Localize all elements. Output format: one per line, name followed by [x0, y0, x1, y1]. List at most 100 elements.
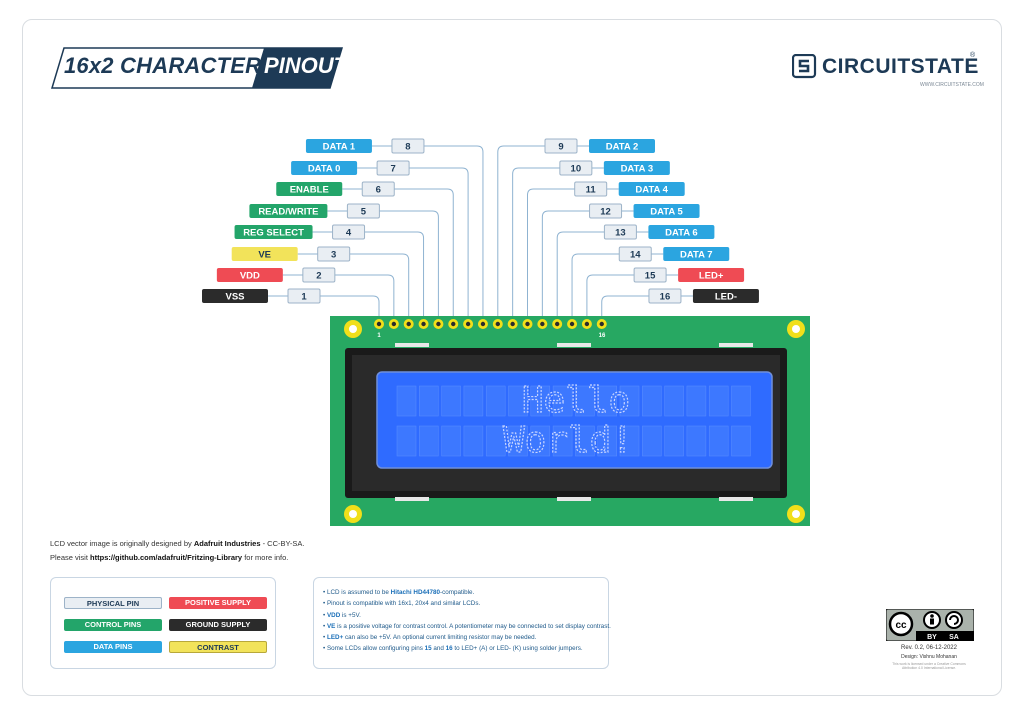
- pin-line: [586, 274, 635, 319]
- pin-line: [512, 167, 560, 319]
- svg-text:ENABLE: ENABLE: [290, 185, 329, 196]
- char-cell: [597, 385, 617, 417]
- pin-line: [349, 253, 410, 319]
- pin-label-enable: ENABLE: [276, 182, 343, 196]
- svg-text:LED-: LED-: [715, 292, 737, 303]
- pin-line: [527, 188, 575, 319]
- svg-text:15: 15: [645, 271, 656, 282]
- license-fine-print: This work is licensed under a Creative C…: [892, 662, 966, 670]
- char-cell: [530, 385, 551, 417]
- svg-text:8: 8: [405, 142, 410, 153]
- brand-registered: ®: [970, 52, 976, 59]
- brand-mark-icon: [792, 54, 817, 79]
- legend-box: PHYSICAL PIN POSITIVE SUPPLY CONTROL PIN…: [50, 577, 276, 669]
- pin-first-label: 1: [377, 333, 381, 339]
- physical-pin-number: 16: [648, 288, 682, 304]
- pin-line: [423, 145, 484, 319]
- physical-pin-number: 8: [391, 138, 425, 154]
- char-cell: [708, 425, 729, 457]
- pin-label-led-: LED-: [692, 289, 759, 303]
- physical-pin-number: 1: [287, 288, 321, 304]
- svg-text:BY: BY: [927, 634, 937, 641]
- legend-positive-supply: POSITIVE SUPPLY: [169, 597, 267, 609]
- char-cell: [708, 385, 729, 417]
- note-line: • Pinout is compatible with 16x1, 20x4 a…: [323, 600, 481, 608]
- cc-icon: cc: [895, 620, 907, 631]
- char-cell: [575, 425, 595, 457]
- physical-pin-number: 4: [332, 224, 366, 240]
- char-cell: [664, 425, 684, 457]
- pin-line: [541, 210, 590, 319]
- svg-text:14: 14: [630, 250, 641, 261]
- pin-line: [601, 295, 649, 319]
- physical-pin-number: 5: [346, 203, 380, 219]
- char-cell: [463, 425, 484, 457]
- lcd-module: Hello World! 1 16: [330, 316, 810, 526]
- pin-label-reg-select: REG SELECT: [234, 225, 313, 239]
- notes-box: • LCD is assumed to be Hitachi HD44780-c…: [313, 577, 611, 669]
- char-cell: [530, 425, 551, 457]
- brand-url: WWW.CIRCUITSTATE.COM: [920, 82, 984, 88]
- svg-text:DATA 0: DATA 0: [308, 164, 341, 175]
- svg-text:16: 16: [660, 292, 671, 303]
- legend-data-pins: DATA PINS: [64, 641, 162, 653]
- char-cell: [642, 425, 662, 457]
- brand-logo: CIRCUITSTATE ® WWW.CIRCUITSTATE.COM: [792, 52, 984, 92]
- svg-text:2: 2: [316, 271, 321, 282]
- sa-icon: [945, 611, 963, 629]
- svg-text:1: 1: [301, 292, 307, 303]
- credit-line-2: Please visit https://github.com/adafruit…: [50, 553, 289, 562]
- char-cell: [642, 385, 662, 417]
- pin-label-read-write: READ/WRITE: [249, 204, 328, 218]
- pin-line: [334, 274, 395, 319]
- pin-label-data-3: DATA 3: [603, 161, 670, 175]
- pin-label-data-6: DATA 6: [648, 225, 715, 239]
- page-subtitle: PINOUT: [264, 53, 348, 78]
- pin-line: [556, 231, 605, 319]
- pin-label-data-2: DATA 2: [589, 139, 655, 153]
- svg-text:DATA 3: DATA 3: [621, 164, 654, 175]
- header-pins: [374, 319, 607, 329]
- svg-text:DATA 1: DATA 1: [323, 142, 356, 153]
- char-cell: [396, 385, 417, 417]
- legend-ground-supply: GROUND SUPPLY: [169, 619, 267, 631]
- svg-text:DATA 6: DATA 6: [665, 228, 698, 239]
- char-cell: [396, 425, 417, 457]
- pin-label-led-: LED+: [678, 268, 745, 282]
- physical-pin-number: 3: [317, 246, 351, 262]
- note-line: • VE is a positive voltage for contrast …: [323, 622, 611, 630]
- legend-physical-pin: PHYSICAL PIN: [64, 597, 162, 609]
- pin-label-data-4: DATA 4: [618, 182, 685, 196]
- svg-text:11: 11: [586, 185, 597, 196]
- svg-text:DATA 7: DATA 7: [680, 250, 713, 261]
- svg-text:VE: VE: [258, 250, 271, 261]
- physical-pin-number: 12: [589, 203, 623, 219]
- svg-text:5: 5: [361, 207, 367, 218]
- char-cell: [441, 385, 461, 417]
- svg-text:VDD: VDD: [240, 271, 260, 282]
- legend-control-pins: CONTROL PINS: [64, 619, 162, 631]
- char-cell: [485, 425, 506, 457]
- title-banner-shape: [50, 47, 344, 89]
- char-cell: [597, 425, 617, 457]
- physical-pin-number: 13: [603, 224, 637, 240]
- char-cell: [419, 385, 439, 417]
- char-cell: [552, 385, 573, 417]
- pin-label-data-5: DATA 5: [633, 204, 700, 218]
- char-cell: [419, 425, 439, 457]
- svg-text:3: 3: [331, 250, 336, 261]
- svg-text:LED+: LED+: [699, 271, 724, 282]
- pin-line: [571, 253, 620, 319]
- svg-text:REG SELECT: REG SELECT: [243, 228, 304, 239]
- char-cell: [463, 385, 484, 417]
- svg-text:10: 10: [571, 164, 582, 175]
- physical-pin-number: 11: [574, 181, 608, 197]
- pin-line: [320, 295, 380, 319]
- note-line: • Some LCDs allow configuring pins 15 an…: [323, 645, 583, 653]
- svg-text:DATA 5: DATA 5: [650, 207, 683, 218]
- pin-line: [409, 167, 469, 319]
- char-cell: [664, 385, 684, 417]
- svg-text:9: 9: [558, 142, 563, 153]
- page-frame: [22, 19, 1002, 696]
